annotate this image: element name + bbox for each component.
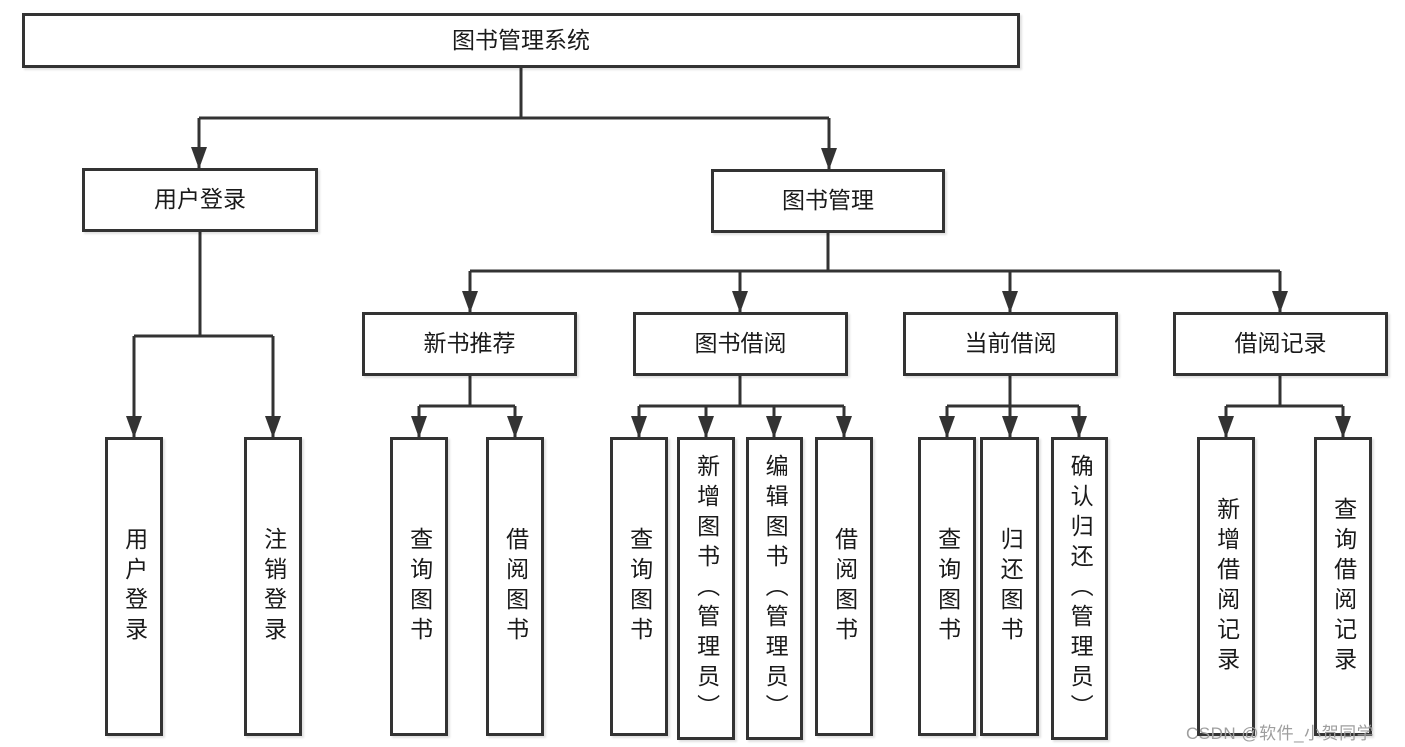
- leaf-query-books-1: 查询图书: [390, 437, 448, 736]
- node-root: 图书管理系统: [22, 13, 1020, 68]
- leaf-query-borrow-record-label: 查询借阅记录: [1330, 496, 1357, 677]
- leaf-user-login: 用户登录: [105, 437, 163, 736]
- leaf-edit-book-admin: 编辑图书（管理员）: [746, 437, 803, 740]
- node-user-login-group-label: 用户登录: [154, 186, 246, 213]
- leaf-add-borrow-record: 新增借阅记录: [1197, 437, 1255, 736]
- leaf-query-books-3: 查询图书: [918, 437, 976, 736]
- node-new-book-recommend: 新书推荐: [362, 312, 577, 376]
- leaf-add-borrow-record-label: 新增借阅记录: [1213, 496, 1240, 677]
- node-borrow-records-label: 借阅记录: [1234, 330, 1327, 357]
- node-book-management-label: 图书管理: [782, 187, 874, 214]
- leaf-borrow-books-2-label: 借阅图书: [831, 526, 858, 647]
- leaf-confirm-return-admin-label: 确认归还（管理员）: [1067, 453, 1094, 724]
- leaf-query-books-2: 查询图书: [610, 437, 668, 736]
- node-borrow-records: 借阅记录: [1173, 312, 1388, 376]
- leaf-query-books-3-label: 查询图书: [934, 526, 961, 647]
- leaf-borrow-books-2: 借阅图书: [815, 437, 873, 736]
- leaf-query-borrow-record: 查询借阅记录: [1314, 437, 1372, 736]
- leaf-query-books-1-label: 查询图书: [406, 526, 433, 647]
- leaf-return-book-label: 归还图书: [997, 526, 1024, 647]
- leaf-borrow-books-1: 借阅图书: [486, 437, 544, 736]
- leaf-add-book-admin-label: 新增图书（管理员）: [693, 453, 720, 724]
- leaf-user-login-label: 用户登录: [121, 526, 148, 647]
- leaf-return-book: 归还图书: [980, 437, 1039, 736]
- node-current-borrow-label: 当前借阅: [964, 330, 1057, 357]
- leaf-borrow-books-1-label: 借阅图书: [502, 526, 529, 647]
- node-user-login-group: 用户登录: [82, 168, 318, 232]
- leaf-query-books-2-label: 查询图书: [626, 526, 653, 647]
- node-current-borrow: 当前借阅: [903, 312, 1118, 376]
- csdn-watermark: CSDN @软件_小贺同学: [1186, 724, 1375, 743]
- leaf-logout: 注销登录: [244, 437, 302, 736]
- node-book-management: 图书管理: [711, 169, 945, 233]
- leaf-logout-label: 注销登录: [260, 526, 287, 647]
- leaf-confirm-return-admin: 确认归还（管理员）: [1051, 437, 1108, 740]
- node-book-borrow: 图书借阅: [633, 312, 848, 376]
- node-book-borrow-label: 图书借阅: [694, 330, 787, 357]
- node-root-label: 图书管理系统: [452, 26, 590, 53]
- leaf-edit-book-admin-label: 编辑图书（管理员）: [762, 453, 789, 724]
- node-new-book-recommend-label: 新书推荐: [423, 330, 516, 357]
- leaf-add-book-admin: 新增图书（管理员）: [677, 437, 735, 740]
